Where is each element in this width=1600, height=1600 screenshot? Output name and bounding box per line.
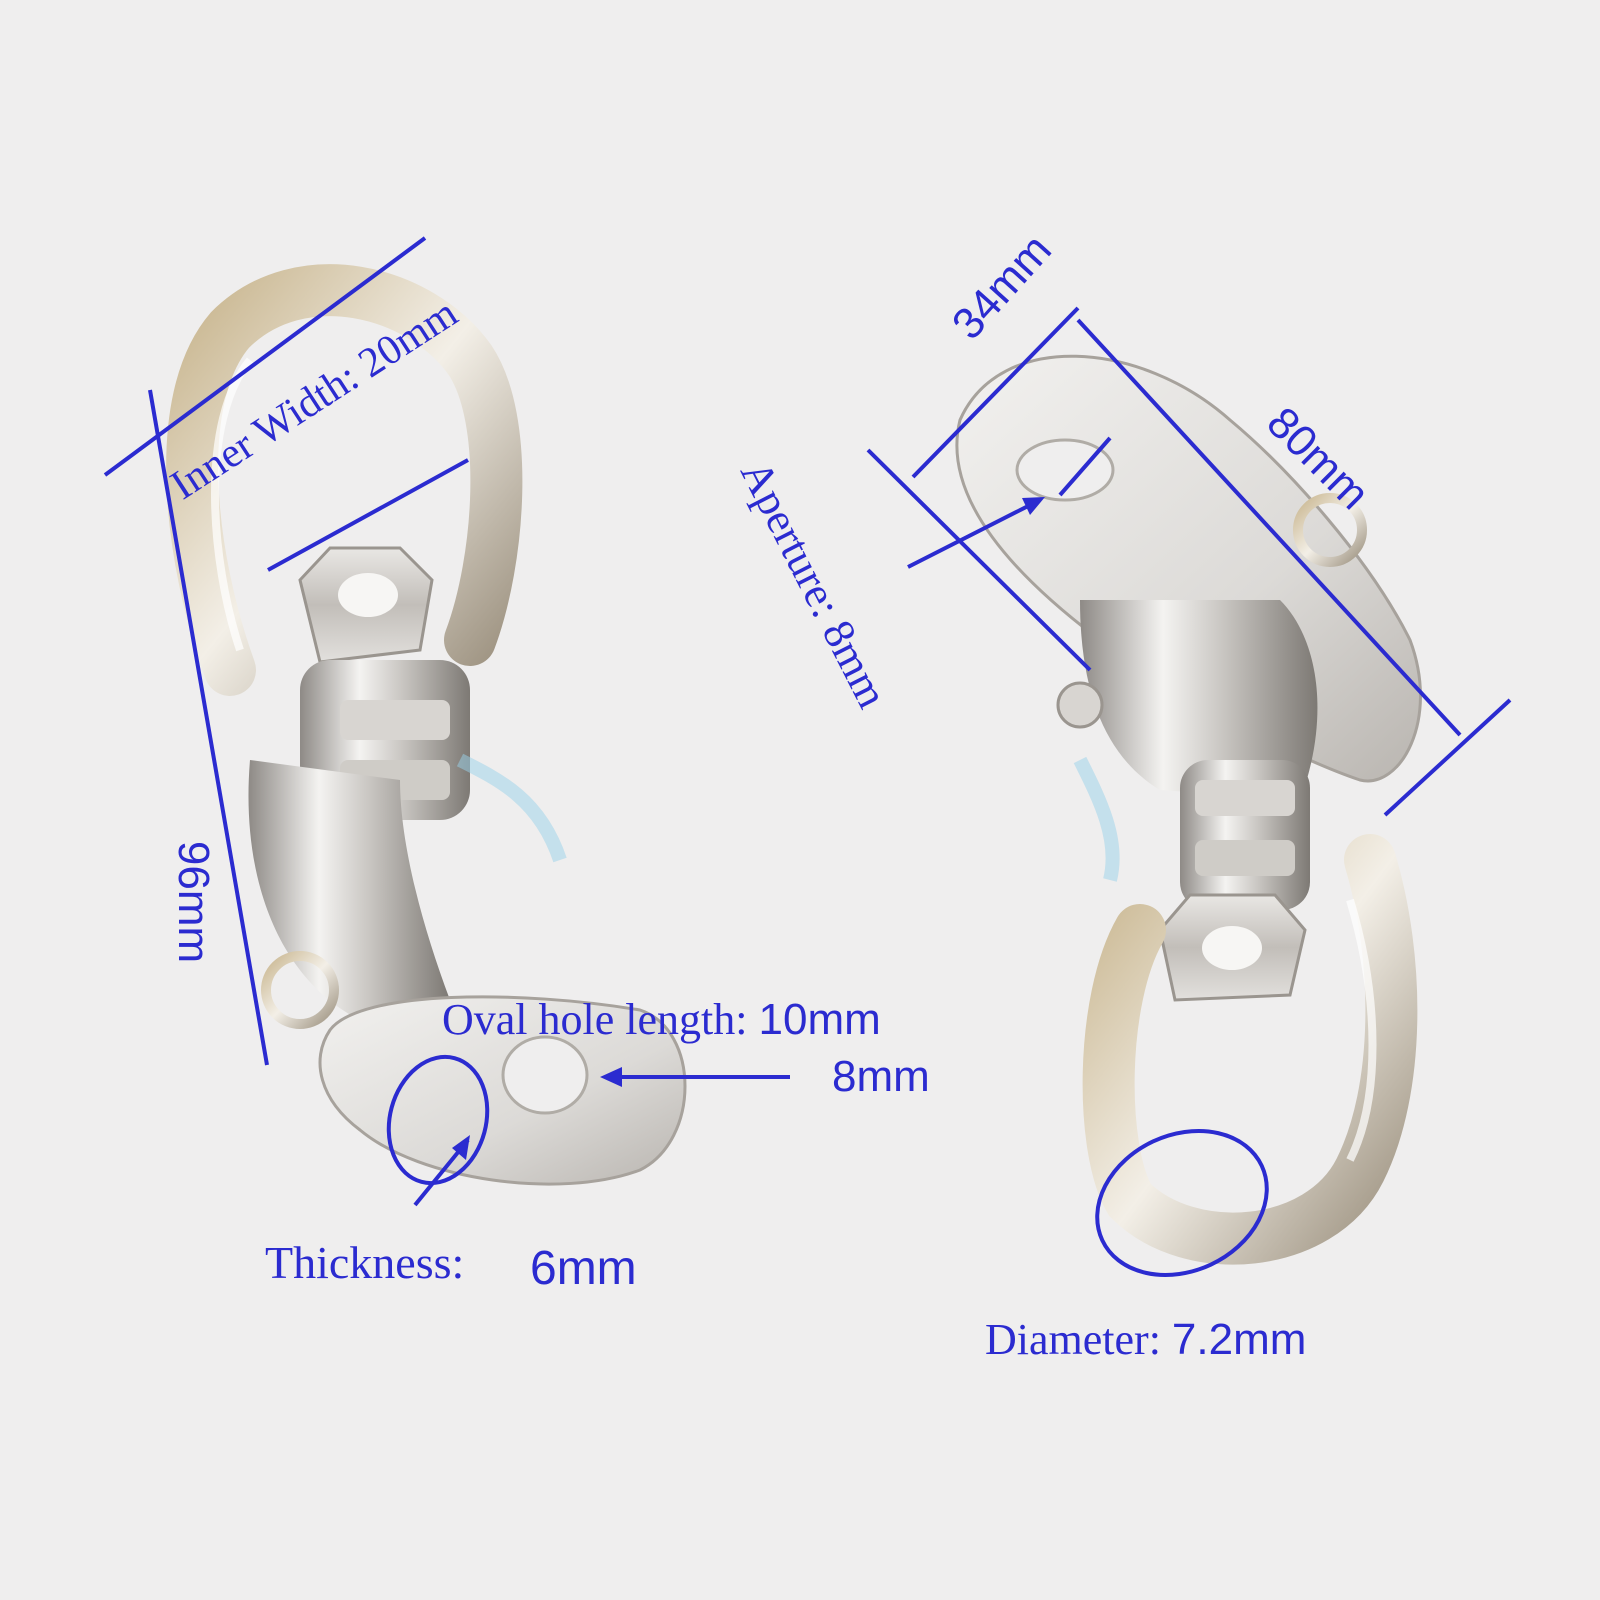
oval-hole-length-value: 10mm bbox=[758, 995, 881, 1044]
oval-hole-width-label: 8mm bbox=[832, 1052, 930, 1101]
thickness-arrowhead bbox=[452, 1135, 470, 1160]
right-shackle-loop bbox=[1082, 834, 1418, 1265]
right-swivel bbox=[955, 354, 1422, 1265]
right-oval-hole bbox=[1015, 438, 1115, 502]
width-line-a bbox=[911, 306, 1080, 479]
thickness-label: Thickness: bbox=[265, 1237, 465, 1288]
aperture-arrowhead bbox=[1022, 497, 1045, 515]
diameter-label: Diameter: 7.2mm bbox=[985, 1318, 1306, 1362]
left-oval-hole bbox=[501, 1035, 589, 1115]
plate-length-line bbox=[1076, 318, 1462, 737]
oval-hole-length-text: Oval hole length: bbox=[442, 995, 759, 1044]
aperture-inner-line bbox=[1058, 436, 1112, 497]
right-dimension-lines bbox=[866, 306, 1512, 1277]
width-line-b bbox=[866, 448, 1092, 672]
thickness-value: 6mm bbox=[530, 1242, 637, 1295]
length-line bbox=[148, 389, 269, 1066]
left-swivel bbox=[166, 264, 687, 1186]
oval-hole-arrowhead bbox=[600, 1067, 622, 1087]
aperture-pointer bbox=[907, 498, 1041, 569]
left-shackle-loop bbox=[166, 264, 523, 696]
thickness-circle bbox=[386, 1054, 490, 1186]
oval-hole-length-label: Oval hole length: 10mm bbox=[442, 998, 881, 1042]
diameter-text: Diameter: bbox=[985, 1315, 1172, 1364]
left-base-plate bbox=[318, 995, 687, 1186]
diameter-circle bbox=[1095, 1129, 1269, 1277]
inner-width-line-bottom bbox=[267, 458, 469, 572]
diameter-value: 7.2mm bbox=[1171, 1315, 1307, 1364]
length-label: 96mm bbox=[169, 840, 219, 964]
plate-length-line-end bbox=[1383, 698, 1512, 817]
